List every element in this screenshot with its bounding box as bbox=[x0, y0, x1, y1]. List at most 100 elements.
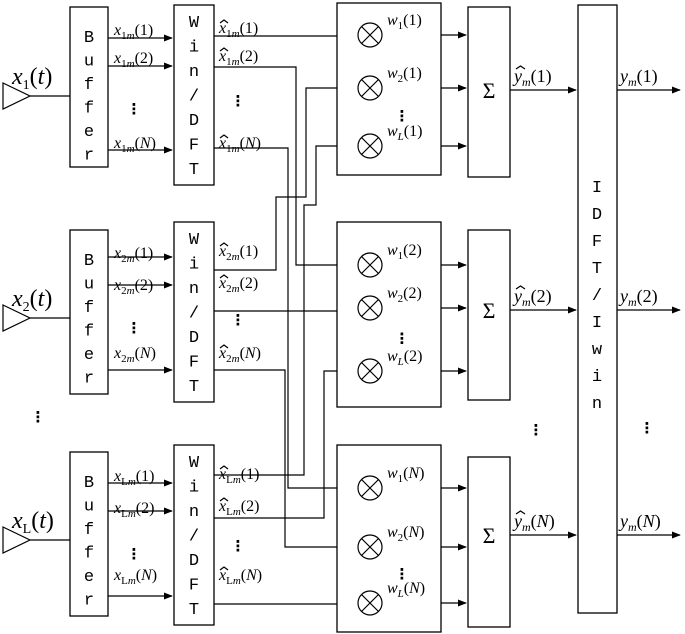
crossbar-wire bbox=[214, 147, 357, 492]
win-dft-block bbox=[173, 4, 215, 186]
crossbar-wire bbox=[214, 369, 357, 551]
final-output-label: ym(N) bbox=[618, 511, 661, 534]
input-label-xL: xL(t) bbox=[11, 508, 54, 537]
crossbar-wire bbox=[214, 66, 357, 269]
win-dft-label-letter: D bbox=[189, 329, 199, 348]
idft-win-label-letter: I bbox=[592, 314, 602, 333]
win-dft-label-letter: / bbox=[189, 88, 199, 107]
buffer-output-label: xLm(2) bbox=[113, 500, 154, 520]
buffer-output-label: x1m(1) bbox=[113, 22, 153, 42]
buffer-output-ellipsis: ⋮ bbox=[127, 100, 142, 118]
channel-ellipsis: ⋮ bbox=[31, 408, 46, 426]
weight-label: wL(1) bbox=[387, 123, 422, 143]
win-dft-block bbox=[173, 221, 215, 403]
idft-win-label-letter: n bbox=[592, 395, 602, 414]
weight-label: wL(N) bbox=[387, 580, 425, 600]
idft-win-label-letter: F bbox=[592, 233, 602, 252]
buffer-label-letter: r bbox=[84, 592, 94, 611]
dft-output-label: xLm(2) bbox=[218, 498, 259, 518]
weight-label: w2(N) bbox=[387, 524, 425, 544]
weight-label: w1(2) bbox=[387, 242, 422, 262]
dft-output-label: xLm(N) bbox=[218, 567, 262, 587]
buffer-label-letter: e bbox=[84, 568, 94, 587]
weight-label: wL(2) bbox=[387, 348, 422, 368]
buffer-label-letter: B bbox=[84, 29, 94, 48]
buffer-label-letter: f bbox=[84, 76, 94, 95]
dft-output-ellipsis: ⋮ bbox=[231, 92, 246, 110]
idft-win-label-letter: / bbox=[592, 287, 602, 306]
labels: ΣΣΣBufferWin/DFTBufferWin/DFTBufferWin/D… bbox=[11, 12, 661, 620]
sum-output-label: ym(1) bbox=[512, 66, 552, 89]
buffer-output-ellipsis: ⋮ bbox=[127, 545, 142, 563]
buffer-label-letter: r bbox=[84, 147, 94, 166]
buffer-label-letter: B bbox=[84, 252, 94, 271]
buffer-block bbox=[69, 6, 109, 168]
buffer-label-letter: B bbox=[84, 474, 94, 493]
hat-accent bbox=[515, 285, 526, 290]
dft-output-ellipsis: ⋮ bbox=[231, 311, 246, 329]
buffer-label-letter: f bbox=[84, 323, 94, 342]
buffer-label-letter: f bbox=[84, 299, 94, 318]
win-dft-label-letter: W bbox=[189, 231, 200, 250]
weight-bank-block bbox=[336, 444, 442, 633]
idft-win-label-letter: I bbox=[592, 179, 602, 198]
buffer-output-label: x1m(N) bbox=[113, 135, 156, 155]
weight-ellipsis: ⋮ bbox=[395, 330, 410, 348]
buffer-label-letter: u bbox=[84, 276, 94, 295]
buffer-output-label: xLm(1) bbox=[113, 468, 154, 488]
win-dft-label-letter: / bbox=[189, 528, 199, 547]
input-label-x2: x2(t) bbox=[11, 286, 52, 315]
weight-bank-block bbox=[336, 221, 442, 408]
dft-output-ellipsis: ⋮ bbox=[231, 537, 246, 555]
buffer-output-label: xLm(N) bbox=[113, 567, 157, 587]
buffer-output-label: x2m(1) bbox=[113, 245, 153, 265]
buffer-label-letter: f bbox=[84, 545, 94, 564]
hat-accent bbox=[219, 242, 229, 247]
sum-ellipsis: ⋮ bbox=[529, 421, 544, 439]
hat-accent bbox=[219, 47, 229, 52]
hat-accent bbox=[219, 566, 229, 571]
sum-symbol: Σ bbox=[483, 523, 496, 548]
win-dft-label-letter: i bbox=[189, 39, 199, 58]
dft-output-label: x2m(2) bbox=[218, 275, 258, 295]
buffer-label-letter: u bbox=[84, 498, 94, 517]
win-dft-label-letter: i bbox=[189, 479, 199, 498]
win-dft-label-letter: i bbox=[189, 256, 199, 275]
win-dft-block bbox=[173, 444, 215, 626]
input-sensor-triangle bbox=[2, 82, 32, 110]
input-label-x1: x1(t) bbox=[11, 64, 52, 93]
buffer-label-letter: u bbox=[84, 53, 94, 72]
win-dft-label-letter: F bbox=[189, 577, 199, 596]
sum-output-label: ym(N) bbox=[512, 511, 555, 534]
summation-block bbox=[467, 456, 511, 628]
buffer-output-label: x2m(N) bbox=[113, 345, 156, 365]
hat-accent bbox=[515, 65, 526, 70]
weight-label: w1(1) bbox=[387, 12, 422, 32]
weight-ellipsis: ⋮ bbox=[395, 107, 410, 125]
hat-accent bbox=[219, 497, 229, 502]
win-dft-label-letter: D bbox=[189, 112, 199, 131]
win-dft-label-letter: / bbox=[189, 305, 199, 324]
win-dft-label-letter: F bbox=[189, 354, 199, 373]
hat-accent bbox=[515, 510, 526, 515]
win-dft-label-letter: T bbox=[189, 378, 199, 397]
multiplier-cross bbox=[361, 299, 379, 317]
dft-output-label: xLm(1) bbox=[218, 466, 259, 486]
multiplier-cross bbox=[361, 256, 379, 274]
hat-accent bbox=[219, 274, 229, 279]
buffer-label-letter: f bbox=[84, 100, 94, 119]
buffer-label-letter: e bbox=[84, 346, 94, 365]
final-output-label: ym(1) bbox=[618, 66, 658, 89]
win-dft-label-letter: W bbox=[189, 14, 200, 33]
blocks bbox=[2, 2, 618, 633]
dft-output-label: x1m(1) bbox=[218, 20, 258, 40]
win-dft-label-letter: n bbox=[189, 503, 199, 522]
win-dft-label-letter: T bbox=[189, 161, 199, 180]
buffer-block bbox=[69, 229, 109, 395]
buffer-block bbox=[69, 451, 109, 617]
dft-output-label: x1m(2) bbox=[218, 48, 258, 68]
win-dft-label-letter: W bbox=[189, 454, 200, 473]
output-ellipsis: ⋮ bbox=[640, 419, 655, 437]
crossbar-wire bbox=[214, 142, 357, 476]
summation-block bbox=[467, 229, 511, 401]
